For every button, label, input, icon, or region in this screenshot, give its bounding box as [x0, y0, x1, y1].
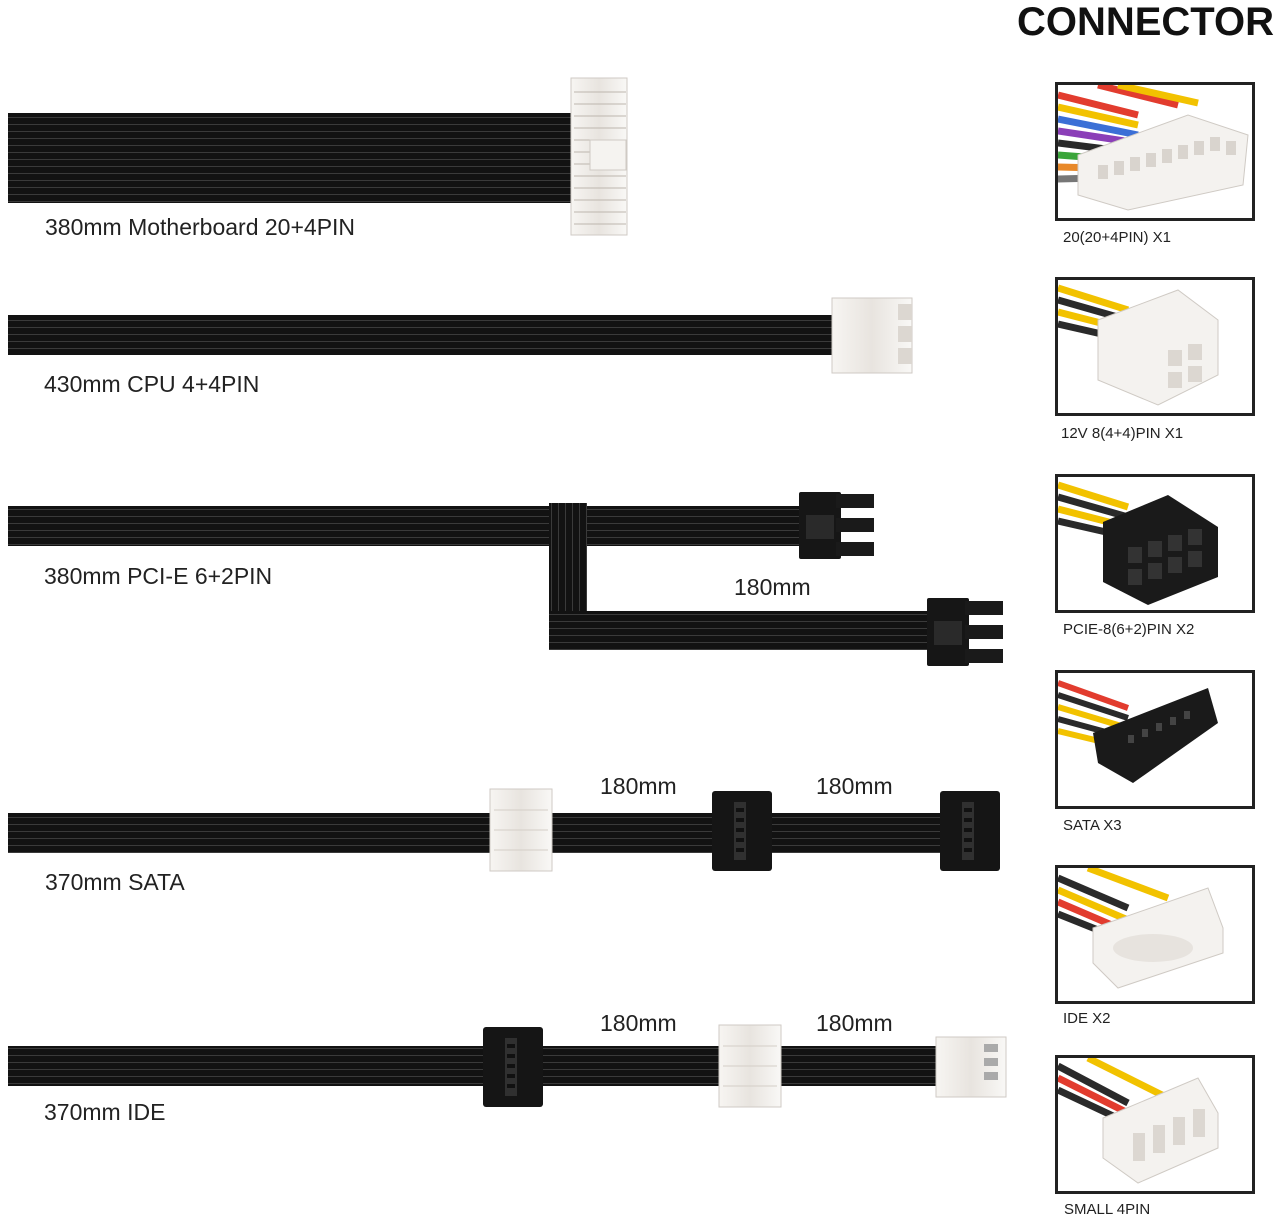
connector-photo-small-4pin [1055, 1055, 1255, 1194]
connector-caption: 12V 8(4+4)PIN X1 [1061, 425, 1184, 442]
pcie-cable [8, 492, 1003, 666]
cable-label-motherboard: 380mm Motherboard 20+4PIN [45, 214, 356, 240]
page-title: CONNECTOR [1016, 0, 1274, 44]
cable-label-sata: 370mm SATA [45, 869, 185, 895]
segment-label: 180mm [816, 773, 893, 799]
cable-label-ide: 370mm IDE [44, 1099, 166, 1125]
connector-photo-ide [1055, 865, 1255, 1004]
connector-photo-sata [1055, 670, 1255, 809]
sata-connector-1 [712, 791, 772, 871]
cable-label-pcie: 380mm PCI-E 6+2PIN [44, 563, 273, 589]
cpu-cable [8, 297, 913, 374]
sata-cable-molex-connector [489, 788, 553, 872]
segment-label: 180mm [734, 574, 811, 600]
connector-photo-atx-24pin [1055, 82, 1255, 221]
segment-label: 180mm [600, 773, 677, 799]
connector-caption: 20(20+4PIN) X1 [1063, 229, 1171, 246]
connector-caption: PCIE-8(6+2)PIN X2 [1063, 621, 1195, 638]
cable-diagram [8, 77, 1007, 1108]
connector-photo-pcie-8pin [1055, 474, 1255, 613]
ide-connector-1 [718, 1024, 782, 1108]
cable-label-cpu: 430mm CPU 4+4PIN [44, 371, 260, 397]
sata-cable [8, 788, 1000, 872]
motherboard-connector [570, 77, 628, 236]
connector-caption: SATA X3 [1063, 817, 1122, 834]
ide-cable-sata-connector [483, 1027, 543, 1107]
pcie-connector-1 [799, 492, 874, 559]
sata-connector-2 [940, 791, 1000, 871]
connector-photo-cpu-8pin [1055, 277, 1255, 416]
connector-caption: SMALL 4PIN [1064, 1201, 1151, 1218]
cpu-connector [831, 297, 913, 374]
ide-cable [8, 1024, 1007, 1108]
segment-label: 180mm [600, 1010, 677, 1036]
small-4pin-connector [935, 1036, 1007, 1098]
pcie-connector-2 [927, 598, 1003, 666]
segment-label: 180mm [816, 1010, 893, 1036]
connector-caption: IDE X2 [1063, 1010, 1111, 1027]
motherboard-cable [8, 77, 628, 236]
